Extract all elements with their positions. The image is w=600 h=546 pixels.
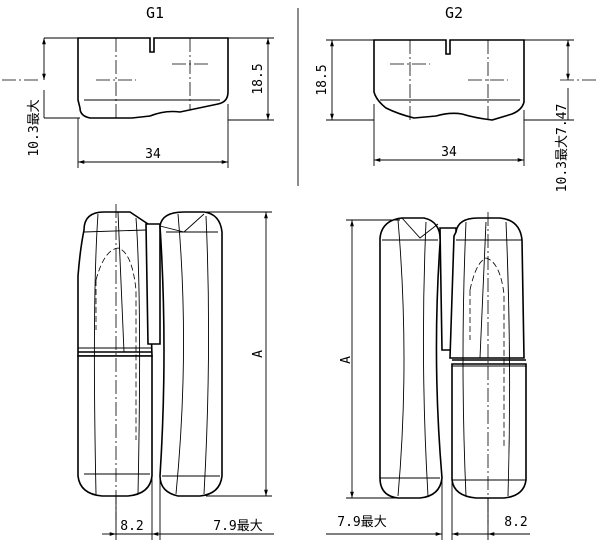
g2-offset-label: 10.3最大7.47 — [555, 104, 570, 193]
g2-top-view: G2 18.5 10.3最大7.47 34 — [315, 4, 598, 192]
g1-top-view: G1 18.5 10.3最大 34 — [2, 4, 274, 168]
g2-length-label: A — [339, 356, 354, 364]
g2-height-label: 18.5 — [315, 64, 330, 95]
g1-width-label: 34 — [145, 147, 161, 162]
g2-outline — [373, 39, 525, 121]
g1-length-label: A — [251, 350, 266, 358]
g1-gap-label: 7.9最大 — [213, 519, 262, 534]
g2-gap-label: 7.9最大 — [337, 515, 386, 530]
g1-side-view: A 8.2 7.9最大 — [77, 204, 274, 540]
g1-height-label: 18.5 — [251, 63, 266, 94]
g2-side-view: A 7.9最大 8.2 — [326, 212, 530, 540]
g2-pitch-label: 8.2 — [504, 515, 527, 530]
g2-title: G2 — [445, 4, 463, 22]
g1-offset-label: 10.3最大 — [27, 99, 42, 156]
g1-title: G1 — [146, 4, 164, 22]
g2-width-label: 34 — [441, 145, 457, 160]
g1-pitch-label: 8.2 — [120, 519, 143, 534]
g1-outline — [77, 37, 229, 119]
